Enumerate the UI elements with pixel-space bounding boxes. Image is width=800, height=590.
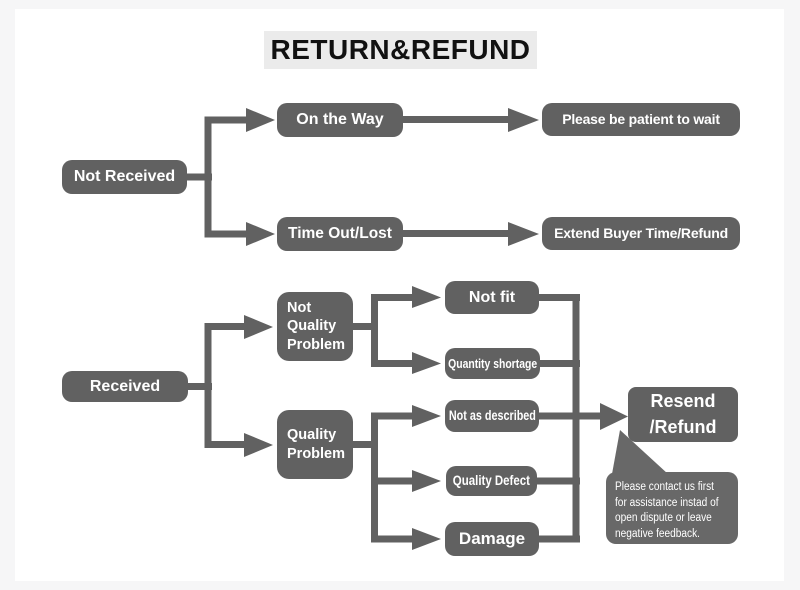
node-quality-defect-label: Quality Defect xyxy=(452,472,531,488)
node-resend-refund: Resend /Refund xyxy=(628,387,738,442)
node-received: Received xyxy=(62,371,188,402)
node-quality-problem-label: Quality Problem xyxy=(287,427,346,462)
note-bubble: Please contact us first for assistance i… xyxy=(606,472,738,544)
node-received-label: Received xyxy=(89,377,161,395)
page-title: RETURN&REFUND xyxy=(264,31,537,69)
node-quantity-shortage: Quantity shortage xyxy=(445,348,540,379)
node-on-the-way-label: On the Way xyxy=(296,111,384,129)
node-quantity-shortage-label: Quantity shortage xyxy=(448,355,537,371)
node-please-be-patient: Please be patient to wait xyxy=(542,103,740,136)
node-please-be-patient-label: Please be patient to wait xyxy=(562,111,720,128)
node-quality-problem: Quality Problem xyxy=(277,410,353,479)
node-quality-defect: Quality Defect xyxy=(446,466,537,496)
node-extend-buyer-time: Extend Buyer Time/Refund xyxy=(542,217,740,250)
node-not-received: Not Received xyxy=(62,160,187,194)
node-damage: Damage xyxy=(445,522,539,556)
node-not-fit: Not fit xyxy=(445,281,539,314)
node-time-out-lost-label: Time Out/Lost xyxy=(288,224,392,242)
node-not-as-described-label: Not as described xyxy=(448,407,536,423)
node-damage-label: Damage xyxy=(458,528,526,548)
node-not-quality-problem: Not Quality Problem xyxy=(277,292,353,361)
node-not-quality-problem-label: Not Quality Problem xyxy=(287,300,346,353)
node-resend-refund-label: Resend /Refund xyxy=(649,391,717,437)
node-on-the-way: On the Way xyxy=(277,103,403,137)
node-not-received-label: Not Received xyxy=(73,168,176,186)
node-extend-buyer-time-label: Extend Buyer Time/Refund xyxy=(554,225,728,242)
node-time-out-lost: Time Out/Lost xyxy=(277,217,403,251)
node-not-fit-label: Not fit xyxy=(468,288,516,306)
node-not-as-described: Not as described xyxy=(445,400,539,432)
note-bubble-text: Please contact us first for assistance i… xyxy=(615,481,719,540)
